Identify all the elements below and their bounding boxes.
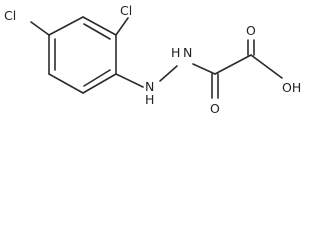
atom-label-cl-top: Cl [120,3,132,18]
atom-label-cl-left: Cl [4,8,16,23]
atom-label-o-top: O [246,23,256,38]
ring-double-bond [83,69,111,87]
ring-bond [82,16,117,36]
atom-label-n-lower: N [145,79,154,94]
atom-label-o-bottom: O [210,101,220,116]
ring-double-bond [83,23,111,40]
structural-formula: Cl Cl H N N H OH O O [4,3,301,116]
ring-bond [48,73,84,94]
atom-label-oh: OH [282,80,301,95]
benzene-ring [48,16,117,94]
atom-label-h-lower: H [145,92,154,107]
c-cl-bond-top [115,17,129,36]
atom-label-n-upper: N [183,45,192,60]
ring-bond [48,16,84,36]
c-oh-bond [250,54,283,79]
n-n-bond [159,65,178,82]
c-c-bond [214,54,252,75]
c-n-bond [115,73,144,88]
n-c-bond [192,63,216,75]
c-cl-bond-left [30,21,50,36]
ring-bond [82,73,117,94]
atom-label-h-upper: H [171,45,180,60]
